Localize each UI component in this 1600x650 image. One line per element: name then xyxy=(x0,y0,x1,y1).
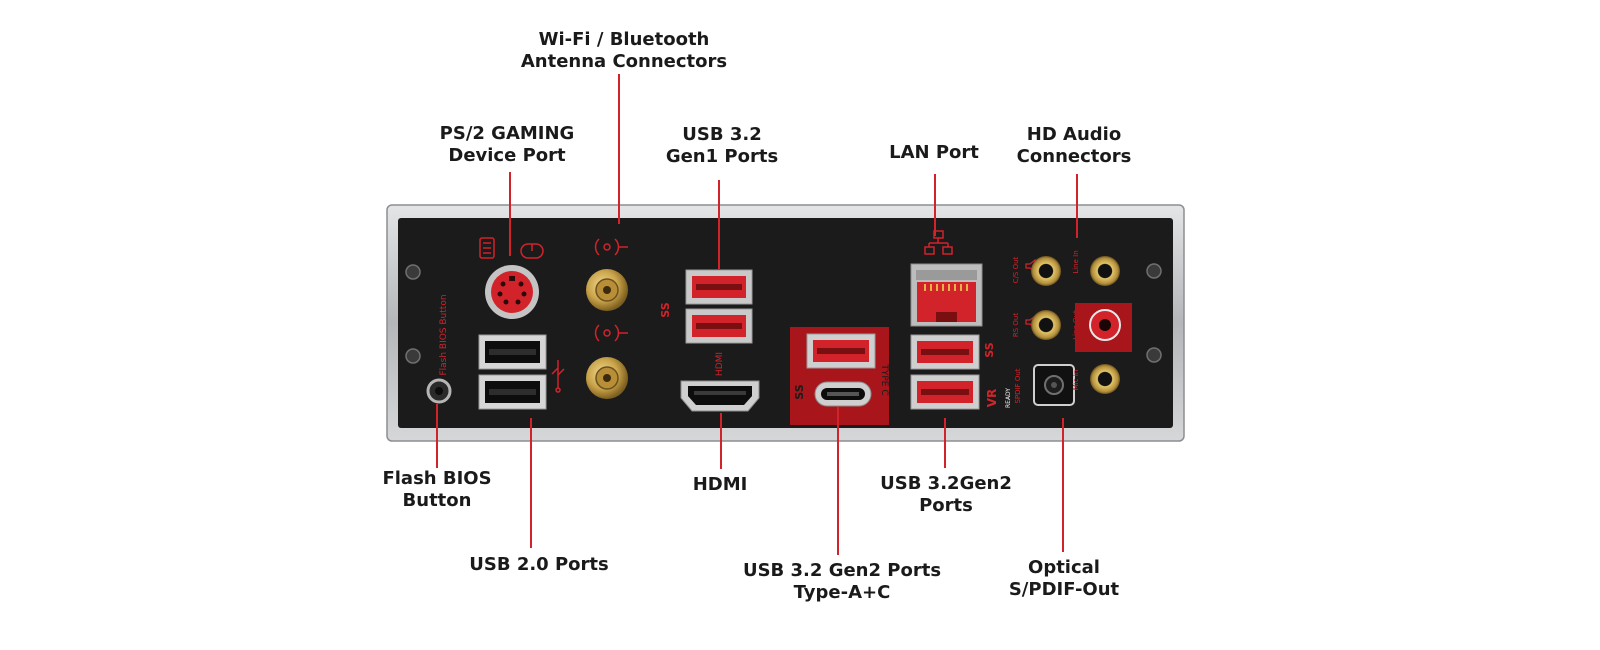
mouse-icon xyxy=(520,243,544,259)
leader-usb32-gen2-typeac xyxy=(837,407,839,555)
leader-hd-audio xyxy=(1076,174,1078,238)
audio-jack-rs-out xyxy=(1031,310,1061,340)
svg-text:SS: SS xyxy=(659,302,672,317)
spdif-panel-label: SPDIF Out xyxy=(1014,368,1022,403)
usb20-port-lower xyxy=(478,374,547,410)
flash-bios-button-icon xyxy=(426,378,452,404)
leader-optical xyxy=(1062,418,1064,552)
leader-usb20 xyxy=(530,418,532,548)
usb32-gen1-port-upper xyxy=(685,269,753,305)
type-c-panel-label: TYPE C xyxy=(879,363,889,395)
audio-jack-cs-out xyxy=(1031,256,1061,286)
svg-text:READY: READY xyxy=(1005,388,1012,408)
callout-usb32-gen2-right: USB 3.2Gen2 Ports xyxy=(880,473,1012,516)
screw-icon xyxy=(405,263,1162,364)
svg-text:SS: SS xyxy=(793,384,806,399)
usb-trident-icon xyxy=(551,360,565,393)
leader-lan xyxy=(934,174,936,236)
callout-usb20: USB 2.0 Ports xyxy=(469,554,609,575)
leader-hdmi xyxy=(720,413,722,469)
flash-bios-panel-label: Flash BIOS Button xyxy=(439,294,449,375)
ss-usb-icon: SS xyxy=(983,342,996,357)
ps2-port xyxy=(485,265,539,319)
callout-hdmi: HDMI xyxy=(692,474,748,495)
audio-label-cs-out: C/S Out xyxy=(1012,256,1020,283)
callout-usb32-gen2-typeac: USB 3.2 Gen2 Ports Type-A+C xyxy=(742,560,942,603)
callout-lan: LAN Port xyxy=(889,142,979,163)
usb20-port-upper xyxy=(478,334,547,370)
wifi-signal-icon xyxy=(594,238,628,342)
antenna-connector-upper xyxy=(586,269,628,311)
hdmi-panel-label: HDMI xyxy=(715,352,725,376)
svg-text:VR: VR xyxy=(985,389,999,408)
audio-label-line-in: Line In xyxy=(1072,250,1080,273)
callout-ps2: PS/2 GAMING Device Port xyxy=(439,123,575,166)
optical-spdif-port xyxy=(1033,364,1075,406)
usb32-gen2-port-upper xyxy=(910,334,980,370)
ss-usb-icon: SS xyxy=(659,302,672,317)
callout-usb32-gen1: USB 3.2 Gen1 Ports xyxy=(665,124,779,167)
callout-hd-audio: HD Audio Connectors xyxy=(1016,124,1132,167)
audio-jack-line-in xyxy=(1090,256,1120,286)
hdmi-port xyxy=(680,380,760,412)
vr-ready-logo: VR READY xyxy=(985,388,1012,408)
callout-wifi-bluetooth: Wi-Fi / Bluetooth Antenna Connectors xyxy=(520,29,728,72)
svg-text:SS: SS xyxy=(983,342,996,357)
audio-jack-mic-in xyxy=(1090,364,1120,394)
usb32-gen2-port-lower xyxy=(910,374,980,410)
keyboard-icon xyxy=(479,237,495,259)
leader-wifi xyxy=(618,74,620,224)
leader-usb32-gen2-right xyxy=(944,418,946,468)
leader-ps2 xyxy=(509,172,511,256)
usb32-gen2-typea-port xyxy=(806,333,876,369)
audio-label-mic-in: Mic In xyxy=(1072,370,1080,391)
audio-label-rs-out: RS Out xyxy=(1012,313,1020,337)
callout-flash-bios: Flash BIOS Button xyxy=(382,468,492,511)
callout-optical: Optical S/PDIF-Out xyxy=(1008,557,1120,600)
usb32-gen2-typec-port xyxy=(814,381,872,407)
antenna-connector-lower xyxy=(586,357,628,399)
ss-usb-icon: SS xyxy=(793,384,806,399)
leader-usb32-gen1 xyxy=(718,180,720,270)
lan-port xyxy=(910,263,983,327)
audio-jack-line-out xyxy=(1089,309,1121,341)
usb32-gen1-port-lower xyxy=(685,308,753,344)
leader-flash-bios xyxy=(436,404,438,468)
